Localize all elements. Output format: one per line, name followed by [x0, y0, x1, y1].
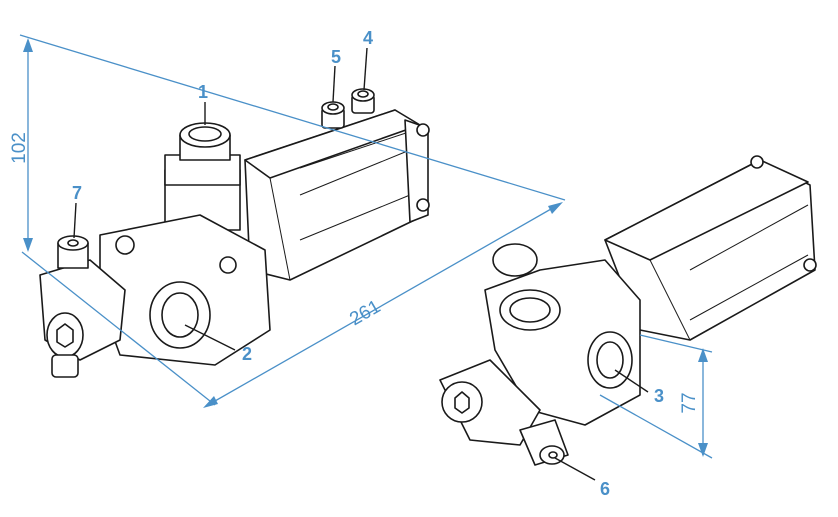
fitting-7: [57, 235, 89, 269]
fitting-6: [519, 419, 569, 466]
left-valve-assembly: [39, 88, 430, 378]
dimension-77-label: 77: [679, 392, 700, 413]
cable-gland-4: [351, 88, 375, 114]
callout-6: 6: [600, 479, 610, 499]
callout-7: 7: [72, 183, 82, 203]
dimension-102: 102: [9, 34, 566, 406]
top-fitting-1: [164, 122, 241, 231]
dimension-102-label: 102: [9, 132, 30, 164]
callout-1: 1: [198, 82, 208, 102]
cable-gland-5: [321, 101, 345, 129]
callout-5: 5: [331, 47, 341, 67]
callout-3: 3: [654, 386, 664, 406]
dimension-77: 77: [599, 334, 713, 459]
callout-2: 2: [242, 344, 252, 364]
dimension-261-label: 261: [346, 296, 384, 330]
callout-4: 4: [363, 28, 373, 48]
right-valve-assembly: [439, 155, 817, 466]
